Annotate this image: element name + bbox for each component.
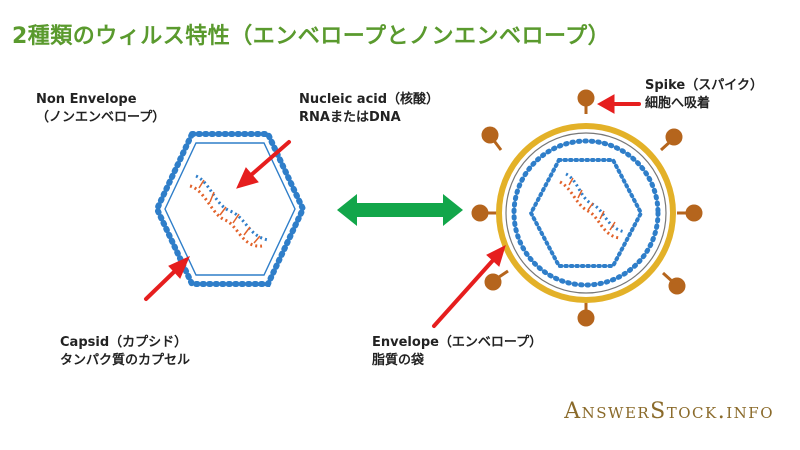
envelope-membrane	[496, 123, 676, 303]
nucleic-acid-label-line1: Nucleic acid（核酸）	[299, 92, 440, 107]
page-title: 2種類のウィルス特性（エンベロープとノンエンベロープ）	[12, 24, 611, 49]
capsid-label: Capsid（カプシド） タンパク質のカプセル	[60, 334, 190, 370]
dna-helix-right	[559, 172, 626, 240]
arrow-to-dna	[236, 140, 291, 189]
nucleic-acid-label-line2: RNAまたはDNA	[299, 110, 401, 125]
envelope-label: Envelope（エンベロープ） 脂質の袋	[372, 334, 542, 370]
nucleic-acid-label: Nucleic acid（核酸） RNAまたはDNA	[299, 91, 439, 127]
capsid-hexagon-inner	[164, 142, 296, 276]
capsid-label-line1: Capsid（カプシド）	[60, 335, 188, 350]
pointer-arrows	[144, 94, 641, 328]
brand-logo: AnswerStock.info	[564, 399, 774, 424]
non-envelope-label-line1: Non Envelope	[36, 92, 137, 107]
non-envelope-label-line2: （ノンエンベロープ）	[36, 110, 166, 125]
comparison-double-arrow	[337, 194, 463, 226]
arrow-to-envelope	[432, 245, 506, 328]
non-envelope-label: Non Envelope （ノンエンベロープ）	[36, 91, 165, 127]
dna-helix-left	[189, 174, 269, 248]
envelope-label-line1: Envelope（エンベロープ）	[372, 335, 543, 350]
spike-label: Spike（スパイク） 細胞へ吸着	[645, 77, 763, 113]
spikes	[471, 89, 703, 327]
arrow-to-spike	[596, 94, 641, 114]
envelope-capsid-ring	[511, 138, 661, 288]
envelope-inner-outline	[505, 132, 667, 294]
capsid-label-line2: タンパク質のカプセル	[60, 353, 191, 368]
envelope-capsid-hexagon	[528, 158, 644, 268]
envelope-label-line2: 脂質の袋	[372, 353, 425, 368]
arrow-to-capsid	[144, 256, 190, 301]
spike-label-line2: 細胞へ吸着	[645, 96, 711, 111]
capsid-hexagon-outer	[153, 131, 307, 287]
envelope-virus	[471, 89, 703, 327]
spike-label-line1: Spike（スパイク）	[645, 78, 763, 93]
non-envelope-virus	[153, 131, 307, 287]
